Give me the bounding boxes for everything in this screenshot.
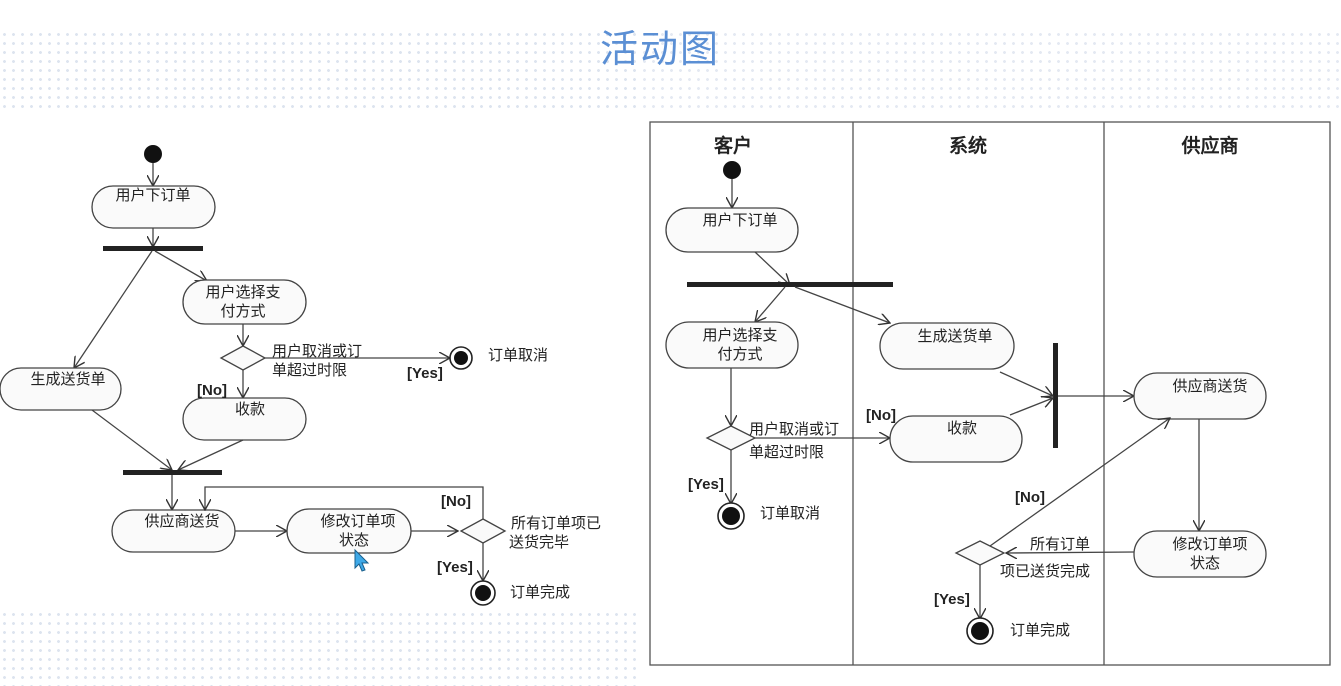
initial-node	[723, 161, 741, 179]
decision-cancel	[219, 345, 267, 371]
label-choose-payment-1: 用户选择支	[205, 283, 280, 301]
guard-no: [No]	[866, 407, 896, 424]
label-cancel-cond-1: 用户取消或订	[749, 420, 839, 438]
label-place-order: 用户下订单	[115, 186, 190, 204]
lane-header-system: 系统	[949, 134, 987, 157]
label-collect-payment: 收款	[235, 400, 265, 418]
label-choose-payment-2: 付方式	[717, 345, 762, 363]
guard-yes: [Yes]	[688, 476, 724, 493]
join-bar	[1053, 343, 1058, 448]
fork-bar	[687, 282, 893, 287]
label-place-order: 用户下订单	[702, 211, 777, 229]
guard-no: [No]	[441, 493, 471, 510]
guard-yes: [Yes]	[934, 591, 970, 608]
label-all-shipped-cond-2: 送货完毕	[509, 533, 569, 551]
label-all-shipped-cond-1: 所有订单项已	[511, 514, 601, 532]
label-modify-status-2: 状态	[1190, 554, 1220, 572]
action-modify-status	[1133, 530, 1267, 578]
initial-node	[144, 145, 162, 163]
label-cancel-cond-2: 单超过时限	[272, 361, 347, 379]
label-final-completed: 订单完成	[1010, 621, 1070, 639]
label-collect-payment: 收款	[947, 419, 977, 437]
label-modify-status-1: 修改订单项	[1172, 535, 1247, 553]
mouse-cursor-icon	[354, 548, 370, 572]
swimlane-activity-diagram	[649, 121, 1331, 666]
action-supplier-ship	[1133, 372, 1267, 420]
label-cancel-cond-2: 单超过时限	[749, 443, 824, 461]
page-title: 活动图	[599, 27, 720, 71]
left-activity-diagram	[0, 145, 507, 606]
label-choose-payment-2: 付方式	[220, 302, 265, 320]
background-dot-pattern	[640, 30, 1341, 110]
action-place-order	[665, 207, 799, 253]
lane-header-customer: 客户	[714, 134, 752, 157]
background-dot-pattern	[0, 610, 640, 686]
label-all-shipped-cond-2: 项已送货完成	[1000, 562, 1090, 580]
label-modify-status-1: 修改订单项	[320, 512, 395, 530]
action-gen-delivery	[879, 322, 1015, 370]
label-modify-status-2: 状态	[339, 531, 369, 549]
label-final-completed: 订单完成	[510, 583, 570, 601]
guard-yes: [Yes]	[407, 365, 443, 382]
action-gen-delivery	[0, 367, 122, 411]
background-dot-pattern	[0, 30, 640, 110]
join-bar	[123, 470, 222, 475]
label-gen-delivery: 生成送货单	[30, 370, 105, 388]
fork-bar	[103, 246, 203, 251]
label-supplier-ship: 供应商送货	[1172, 377, 1247, 395]
label-gen-delivery: 生成送货单	[917, 327, 992, 345]
guard-no: [No]	[1015, 489, 1045, 506]
action-collect-payment	[182, 397, 307, 441]
lane-header-supplier: 供应商	[1180, 134, 1238, 157]
guard-no: [No]	[197, 382, 227, 399]
action-collect-payment	[889, 415, 1023, 463]
label-supplier-ship: 供应商送货	[144, 512, 219, 530]
label-all-shipped-cond-1: 所有订单	[1030, 535, 1090, 553]
guard-yes: [Yes]	[437, 559, 473, 576]
decision-all-shipped	[459, 518, 507, 544]
label-cancel-cond-1: 用户取消或订	[272, 342, 362, 360]
label-final-cancelled: 订单取消	[760, 504, 820, 522]
label-final-cancelled: 订单取消	[488, 346, 548, 364]
label-choose-payment-1: 用户选择支	[702, 326, 777, 344]
action-choose-payment	[182, 279, 307, 325]
action-choose-payment	[665, 321, 799, 369]
